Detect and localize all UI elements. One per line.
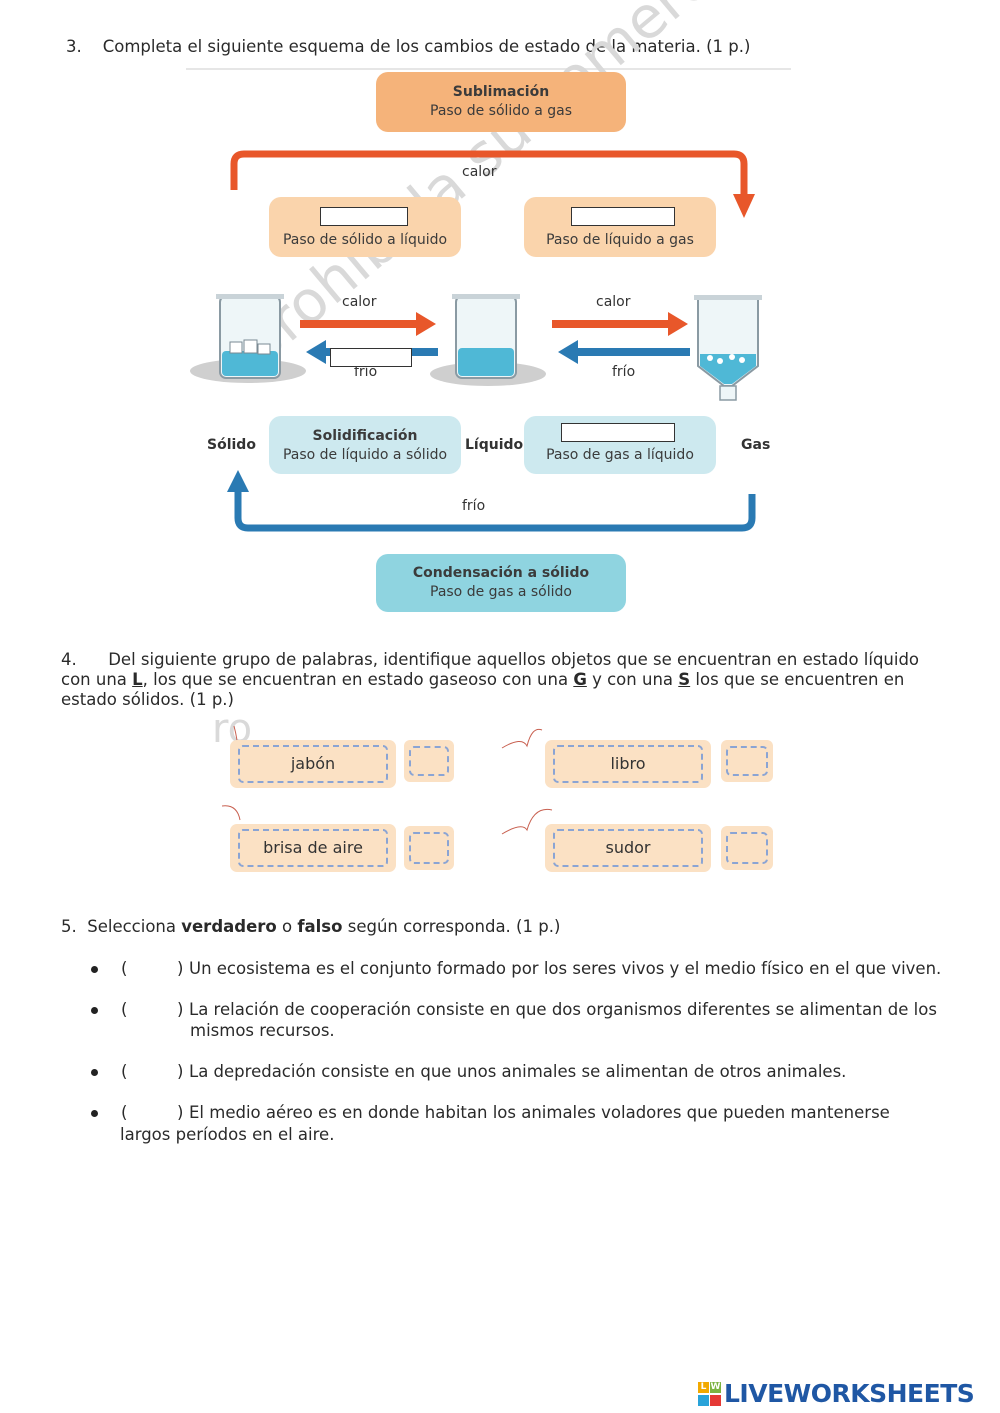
question-3-text: 3. Completa el siguiente esquema de los … <box>66 37 751 56</box>
tf-item-3-text: La depredación consiste en que unos anim… <box>189 1062 847 1081</box>
mid-right-blue-arrow-head <box>558 340 578 364</box>
tf-item-2-answer[interactable] <box>132 998 176 1020</box>
solidification-box: Solidificación Paso de líquido a sólido <box>269 416 461 474</box>
top-arrow-label: calor <box>462 164 497 180</box>
condensation-answer-field[interactable] <box>561 423 675 442</box>
tf-item-1-answer[interactable] <box>132 957 176 979</box>
answer-box-brisa[interactable] <box>404 826 454 870</box>
melting-desc: Paso de sólido a líquido <box>282 232 448 248</box>
mid-left-heat-label: calor <box>342 294 377 310</box>
tf-item-1-text: Un ecosistema es el conjunto formado por… <box>189 959 942 978</box>
top-red-arrow-line <box>230 150 748 196</box>
state-liquid-label: Líquido <box>465 437 524 453</box>
bullet-dot <box>91 966 98 973</box>
word-brisa-de-aire: brisa de aire <box>238 829 388 867</box>
letter-L: L <box>132 670 143 689</box>
top-red-arrow-head <box>733 194 755 218</box>
mid-right-blue-arrow-line <box>574 348 690 356</box>
answer-box-jabon[interactable] <box>404 740 454 782</box>
deposition-box: Condensación a sólido Paso de gas a sóli… <box>376 554 626 612</box>
tf-item-2-text: La relación de cooperación consiste en q… <box>189 1000 937 1019</box>
beaker-gas-icon <box>694 295 762 401</box>
logo-square-w: W <box>710 1382 721 1393</box>
tf-item-3-answer[interactable] <box>132 1060 176 1082</box>
diagram-arrows <box>190 150 762 532</box>
tf-item-4-text: El medio aéreo es en donde habitan los a… <box>189 1103 890 1122</box>
tf-item-2-open: ( <box>121 1000 128 1019</box>
melting-box: Paso de sólido a líquido <box>269 197 461 257</box>
liveworksheets-logo: L W LIVEWORKSHEETS <box>698 1379 994 1408</box>
logo-square-red <box>710 1395 721 1406</box>
word-sudor: sudor <box>553 829 703 867</box>
deposition-desc: Paso de gas a sólido <box>430 584 572 600</box>
mid-left-red-arrow-line <box>300 320 422 328</box>
tf-item-1-open: ( <box>121 959 128 978</box>
logo-square-l: L <box>698 1382 709 1393</box>
sublimation-desc: Paso de sólido a gas <box>430 103 572 119</box>
tf-item-2-close: ) <box>177 1000 184 1019</box>
question-4-line-3: estado sólidos. (1 p.) <box>61 690 234 709</box>
state-gas-label: Gas <box>741 437 771 453</box>
bottom-blue-arrow-head <box>227 470 249 492</box>
bullet-dot <box>91 1110 98 1117</box>
word-card-jabon: jabón <box>230 740 396 788</box>
word-jabon: jabón <box>238 745 388 783</box>
answer-box-libro[interactable] <box>721 740 773 782</box>
vaporization-desc: Paso de líquido a gas <box>546 232 694 248</box>
diagram-border-line <box>186 68 791 70</box>
word-card-libro: libro <box>545 740 711 788</box>
tf-item-4-text-cont: largos períodos en el aire. <box>120 1125 335 1144</box>
tf-item-3-open: ( <box>121 1062 128 1081</box>
question-4-line-1: 4. Del siguiente grupo de palabras, iden… <box>61 650 920 669</box>
question-4-line-2: con una L, los que se encuentran en esta… <box>61 670 905 689</box>
solidification-title: Solidificación <box>312 428 418 444</box>
logo-text: LIVEWORKSHEETS <box>724 1379 975 1408</box>
condensation-desc: Paso de gas a líquido <box>546 447 694 463</box>
letter-S: S <box>678 670 691 689</box>
tf-item-2-text-cont: mismos recursos. <box>190 1021 335 1040</box>
bottom-arrow-label: frío <box>462 498 486 514</box>
answer-box-sudor[interactable] <box>721 826 773 870</box>
word-card-sudor: sudor <box>545 824 711 872</box>
letter-G: G <box>573 670 587 689</box>
beaker-liquid-icon <box>452 294 520 379</box>
mid-left-cold-label: frío <box>354 364 378 380</box>
mid-right-heat-label: calor <box>596 294 631 310</box>
tf-item-3-close: ) <box>177 1062 184 1081</box>
word-card-brisa: brisa de aire <box>230 824 396 872</box>
question-5-intro: 5. Selecciona verdadero o falso según co… <box>61 917 561 936</box>
word-cards-area: ro jabón libro brisa de aire sudor <box>212 706 782 886</box>
middle-answer-field[interactable] <box>330 348 412 367</box>
solidification-desc: Paso de líquido a sólido <box>282 447 448 463</box>
states-of-matter-diagram: prohibida su comercialización <box>186 0 929 618</box>
tf-item-4-close: ) <box>177 1103 184 1122</box>
word-libro: libro <box>553 745 703 783</box>
logo-square-blue <box>698 1395 709 1406</box>
vaporization-answer-field[interactable] <box>571 207 675 226</box>
bullet-dot <box>91 1007 98 1014</box>
mid-right-red-arrow-head <box>668 312 688 336</box>
bottom-blue-arrow-line <box>234 490 756 532</box>
sublimation-box: Sublimación Paso de sólido a gas <box>376 72 626 132</box>
mid-left-blue-arrow-head <box>306 340 326 364</box>
state-solid-label: Sólido <box>207 437 256 453</box>
bullet-dot <box>91 1069 98 1076</box>
deposition-title: Condensación a sólido <box>412 565 590 581</box>
beaker-solid-icon <box>216 294 284 379</box>
mid-right-red-arrow-line <box>552 320 674 328</box>
vaporization-box: Paso de líquido a gas <box>524 197 716 257</box>
sublimation-title: Sublimación <box>452 84 550 100</box>
mid-right-cold-label: frío <box>612 364 636 380</box>
tf-item-1-close: ) <box>177 959 184 978</box>
melting-answer-field[interactable] <box>320 207 408 226</box>
mid-left-red-arrow-head <box>416 312 436 336</box>
tf-item-4-answer[interactable] <box>132 1101 176 1123</box>
tf-item-4-open: ( <box>121 1103 128 1122</box>
